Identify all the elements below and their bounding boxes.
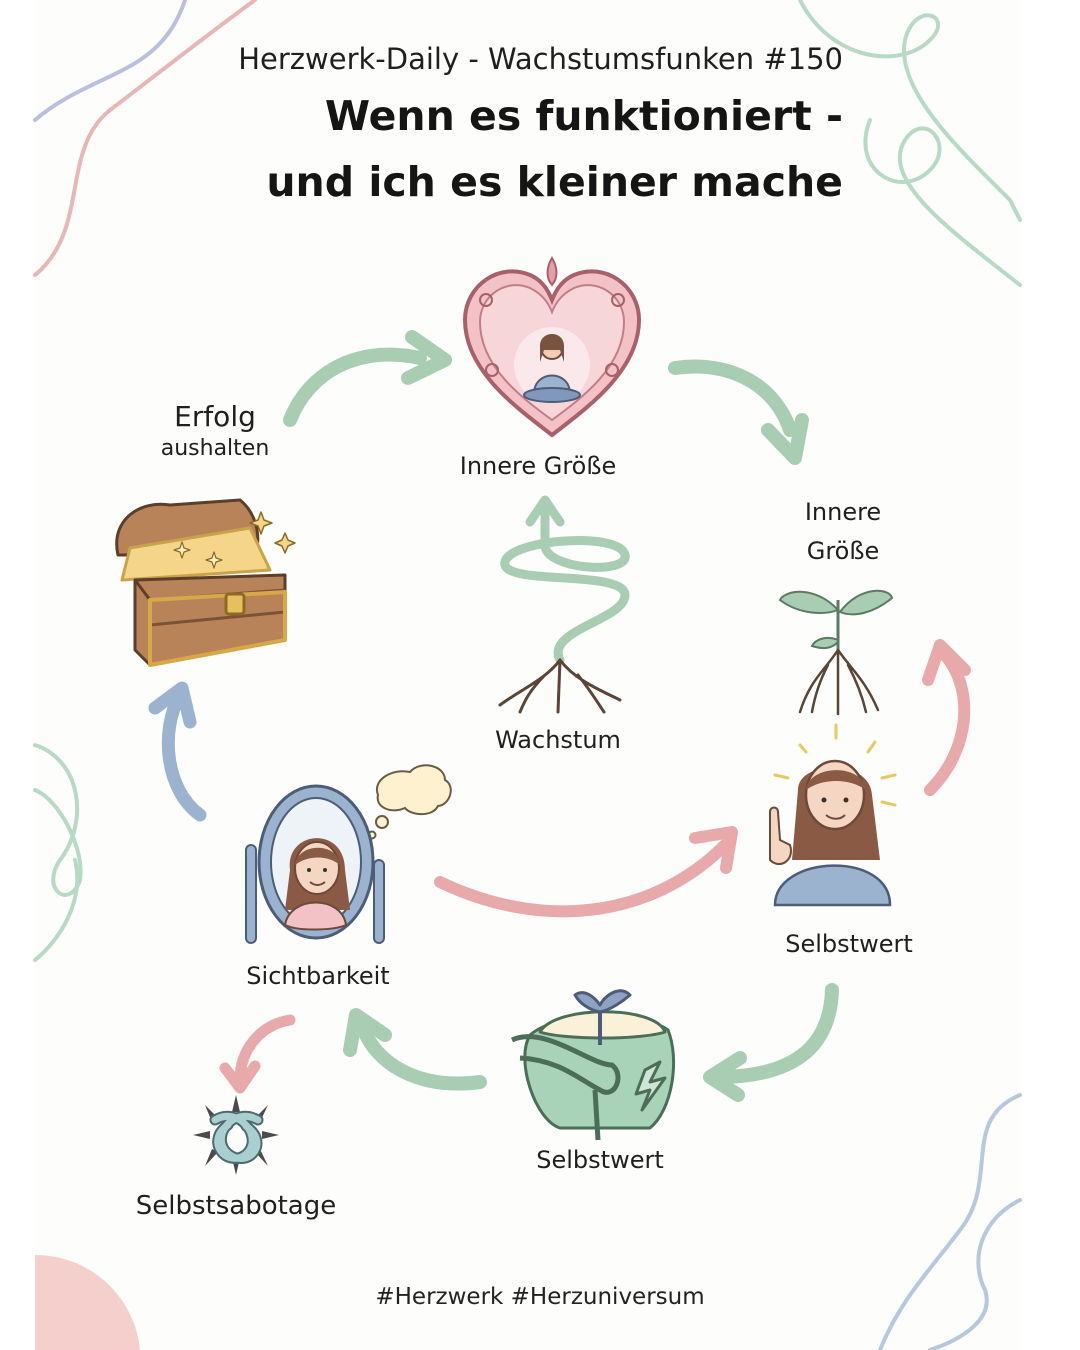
arrow-sichtbarkeit-to-selbstwert — [434, 826, 738, 918]
label-innere-groesse-top: Innere Größe — [459, 452, 617, 480]
label-wachstum: Wachstum — [495, 726, 621, 754]
arrow-gift-to-sichtbarkeit — [343, 1008, 487, 1091]
arrow-innere-groesse-to-pflanze — [668, 359, 809, 465]
tied-bundle-icon — [510, 989, 675, 1141]
label-innere-right-line1: Innere — [804, 498, 882, 526]
page-title-line-1: Wenn es funktioniert - — [324, 92, 843, 140]
heart-meditation-icon — [462, 256, 642, 438]
page-subtitle: Herzwerk-Daily - Wachstumsfunken #150 — [238, 42, 843, 76]
label-sichtbarkeit: Sichtbarkeit — [246, 962, 390, 990]
page-title-line-2: und ich es kleiner mache — [266, 158, 843, 206]
sprout-plant-icon — [778, 589, 894, 716]
arrow-selbstwert-down-to-gift — [703, 983, 839, 1102]
footer-hashtags: #Herzwerk #Herzuniversum — [375, 1284, 705, 1310]
label-selbstsabotage: Selbstsabotage — [135, 1191, 337, 1221]
top-right-swirl-decoration — [798, 0, 1022, 287]
arrow-sichtbarkeit-up-to-truhe — [148, 681, 207, 822]
treasure-chest-icon — [115, 498, 296, 667]
mirror-reflection-icon — [245, 764, 452, 944]
bottom-right-swirl-decoration — [878, 1093, 1022, 1350]
label-selbstwert-right: Selbstwert — [785, 930, 913, 958]
label-aushalten: aushalten — [160, 436, 270, 461]
spiral-growth-icon — [498, 495, 630, 714]
thorny-knot-icon — [193, 1095, 279, 1175]
left-swirl-decoration — [33, 743, 83, 962]
label-selbstwert-bottom: Selbstwert — [536, 1146, 664, 1174]
arrow-selbstwert-up-to-pflanze — [922, 639, 971, 796]
label-innere-right-line2: Größe — [806, 537, 880, 565]
girl-idea-icon — [769, 723, 897, 907]
arrow-erfolg-to-innere-groesse — [283, 330, 452, 427]
top-left-swirl-decoration — [33, 0, 257, 277]
bottom-left-circle-decoration — [35, 1254, 140, 1350]
arrow-sichtbarkeit-to-sabotage — [219, 1014, 296, 1094]
label-erfolg: Erfolg — [174, 400, 256, 433]
